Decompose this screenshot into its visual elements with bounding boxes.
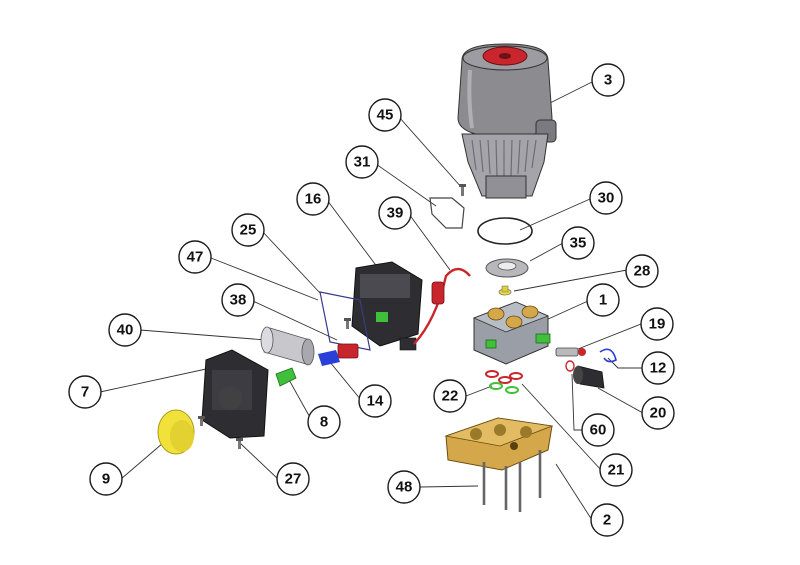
callout-22: 22 (433, 379, 467, 413)
callout-2: 2 (590, 503, 624, 537)
o-ring-60 (565, 360, 575, 372)
svg-text:31: 31 (354, 154, 371, 171)
motor-assembly (457, 43, 557, 199)
part-8 (275, 367, 297, 387)
screw-cover (198, 416, 205, 426)
cover-7 (201, 349, 269, 439)
valve-19 (555, 347, 586, 357)
callout-31: 31 (345, 145, 379, 179)
fitting-28 (498, 285, 512, 296)
pump-body-1 (472, 301, 551, 365)
svg-text:19: 19 (649, 316, 666, 333)
svg-text:38: 38 (230, 292, 247, 309)
screw-47 (344, 318, 351, 329)
svg-text:21: 21 (608, 462, 625, 479)
callout-7: 7 (68, 375, 102, 409)
callout-45: 45 (368, 98, 402, 132)
callout-35: 35 (561, 226, 595, 260)
gasket-31 (429, 197, 465, 229)
callout-19: 19 (640, 307, 674, 341)
callout-9: 9 (89, 462, 123, 496)
svg-text:1: 1 (599, 292, 607, 309)
rings-22 (489, 376, 519, 394)
bolts-48 (482, 450, 542, 512)
switch-38 (337, 343, 359, 359)
cable-39 (413, 267, 471, 345)
capacitor-40 (260, 326, 315, 366)
o-ring-30 (477, 217, 533, 245)
svg-text:12: 12 (650, 360, 667, 377)
svg-text:2: 2 (603, 512, 611, 529)
nozzle-20 (573, 365, 605, 389)
svg-text:47: 47 (187, 249, 204, 266)
cap-9 (157, 409, 195, 455)
callout-14: 14 (358, 384, 392, 418)
callout-39: 39 (378, 196, 412, 230)
springs-21 (485, 370, 523, 380)
svg-text:40: 40 (117, 322, 134, 339)
svg-text:3: 3 (604, 72, 612, 89)
callout-21: 21 (599, 453, 633, 487)
callout-8: 8 (307, 405, 341, 439)
svg-text:30: 30 (598, 190, 615, 207)
svg-text:7: 7 (81, 384, 89, 401)
svg-text:28: 28 (634, 263, 651, 280)
callout-25: 25 (231, 213, 265, 247)
clip-12 (599, 348, 617, 363)
bracket-14 (318, 350, 340, 366)
svg-text:22: 22 (442, 388, 459, 405)
callout-16: 16 (296, 182, 330, 216)
svg-text:8: 8 (320, 414, 328, 431)
svg-text:35: 35 (570, 235, 587, 252)
callout-40: 40 (108, 313, 142, 347)
callout-60: 60 (581, 413, 615, 447)
svg-text:60: 60 (590, 422, 607, 439)
svg-text:9: 9 (102, 471, 110, 488)
svg-text:25: 25 (240, 222, 257, 239)
callout-1: 1 (586, 283, 620, 317)
callout-20: 20 (641, 396, 675, 430)
svg-text:39: 39 (387, 205, 404, 222)
frame-25 (319, 291, 371, 351)
callout-28: 28 (625, 254, 659, 288)
screw-27 (236, 438, 243, 449)
brass-head-2 (444, 417, 554, 471)
callout-47: 47 (178, 240, 212, 274)
callout-3: 3 (591, 63, 625, 97)
svg-text:48: 48 (396, 479, 413, 496)
svg-text:20: 20 (650, 405, 667, 422)
callout-38: 38 (221, 283, 255, 317)
callout-27: 27 (276, 462, 310, 496)
svg-text:16: 16 (305, 191, 322, 208)
callout-12: 12 (641, 351, 675, 385)
svg-text:45: 45 (377, 107, 394, 124)
svg-text:27: 27 (285, 471, 302, 488)
screw-45 (459, 184, 466, 196)
callout-30: 30 (589, 181, 623, 215)
callout-48: 48 (387, 470, 421, 504)
svg-text:14: 14 (367, 393, 384, 410)
washer-35 (485, 258, 529, 278)
switch-housing-16 (351, 261, 423, 351)
